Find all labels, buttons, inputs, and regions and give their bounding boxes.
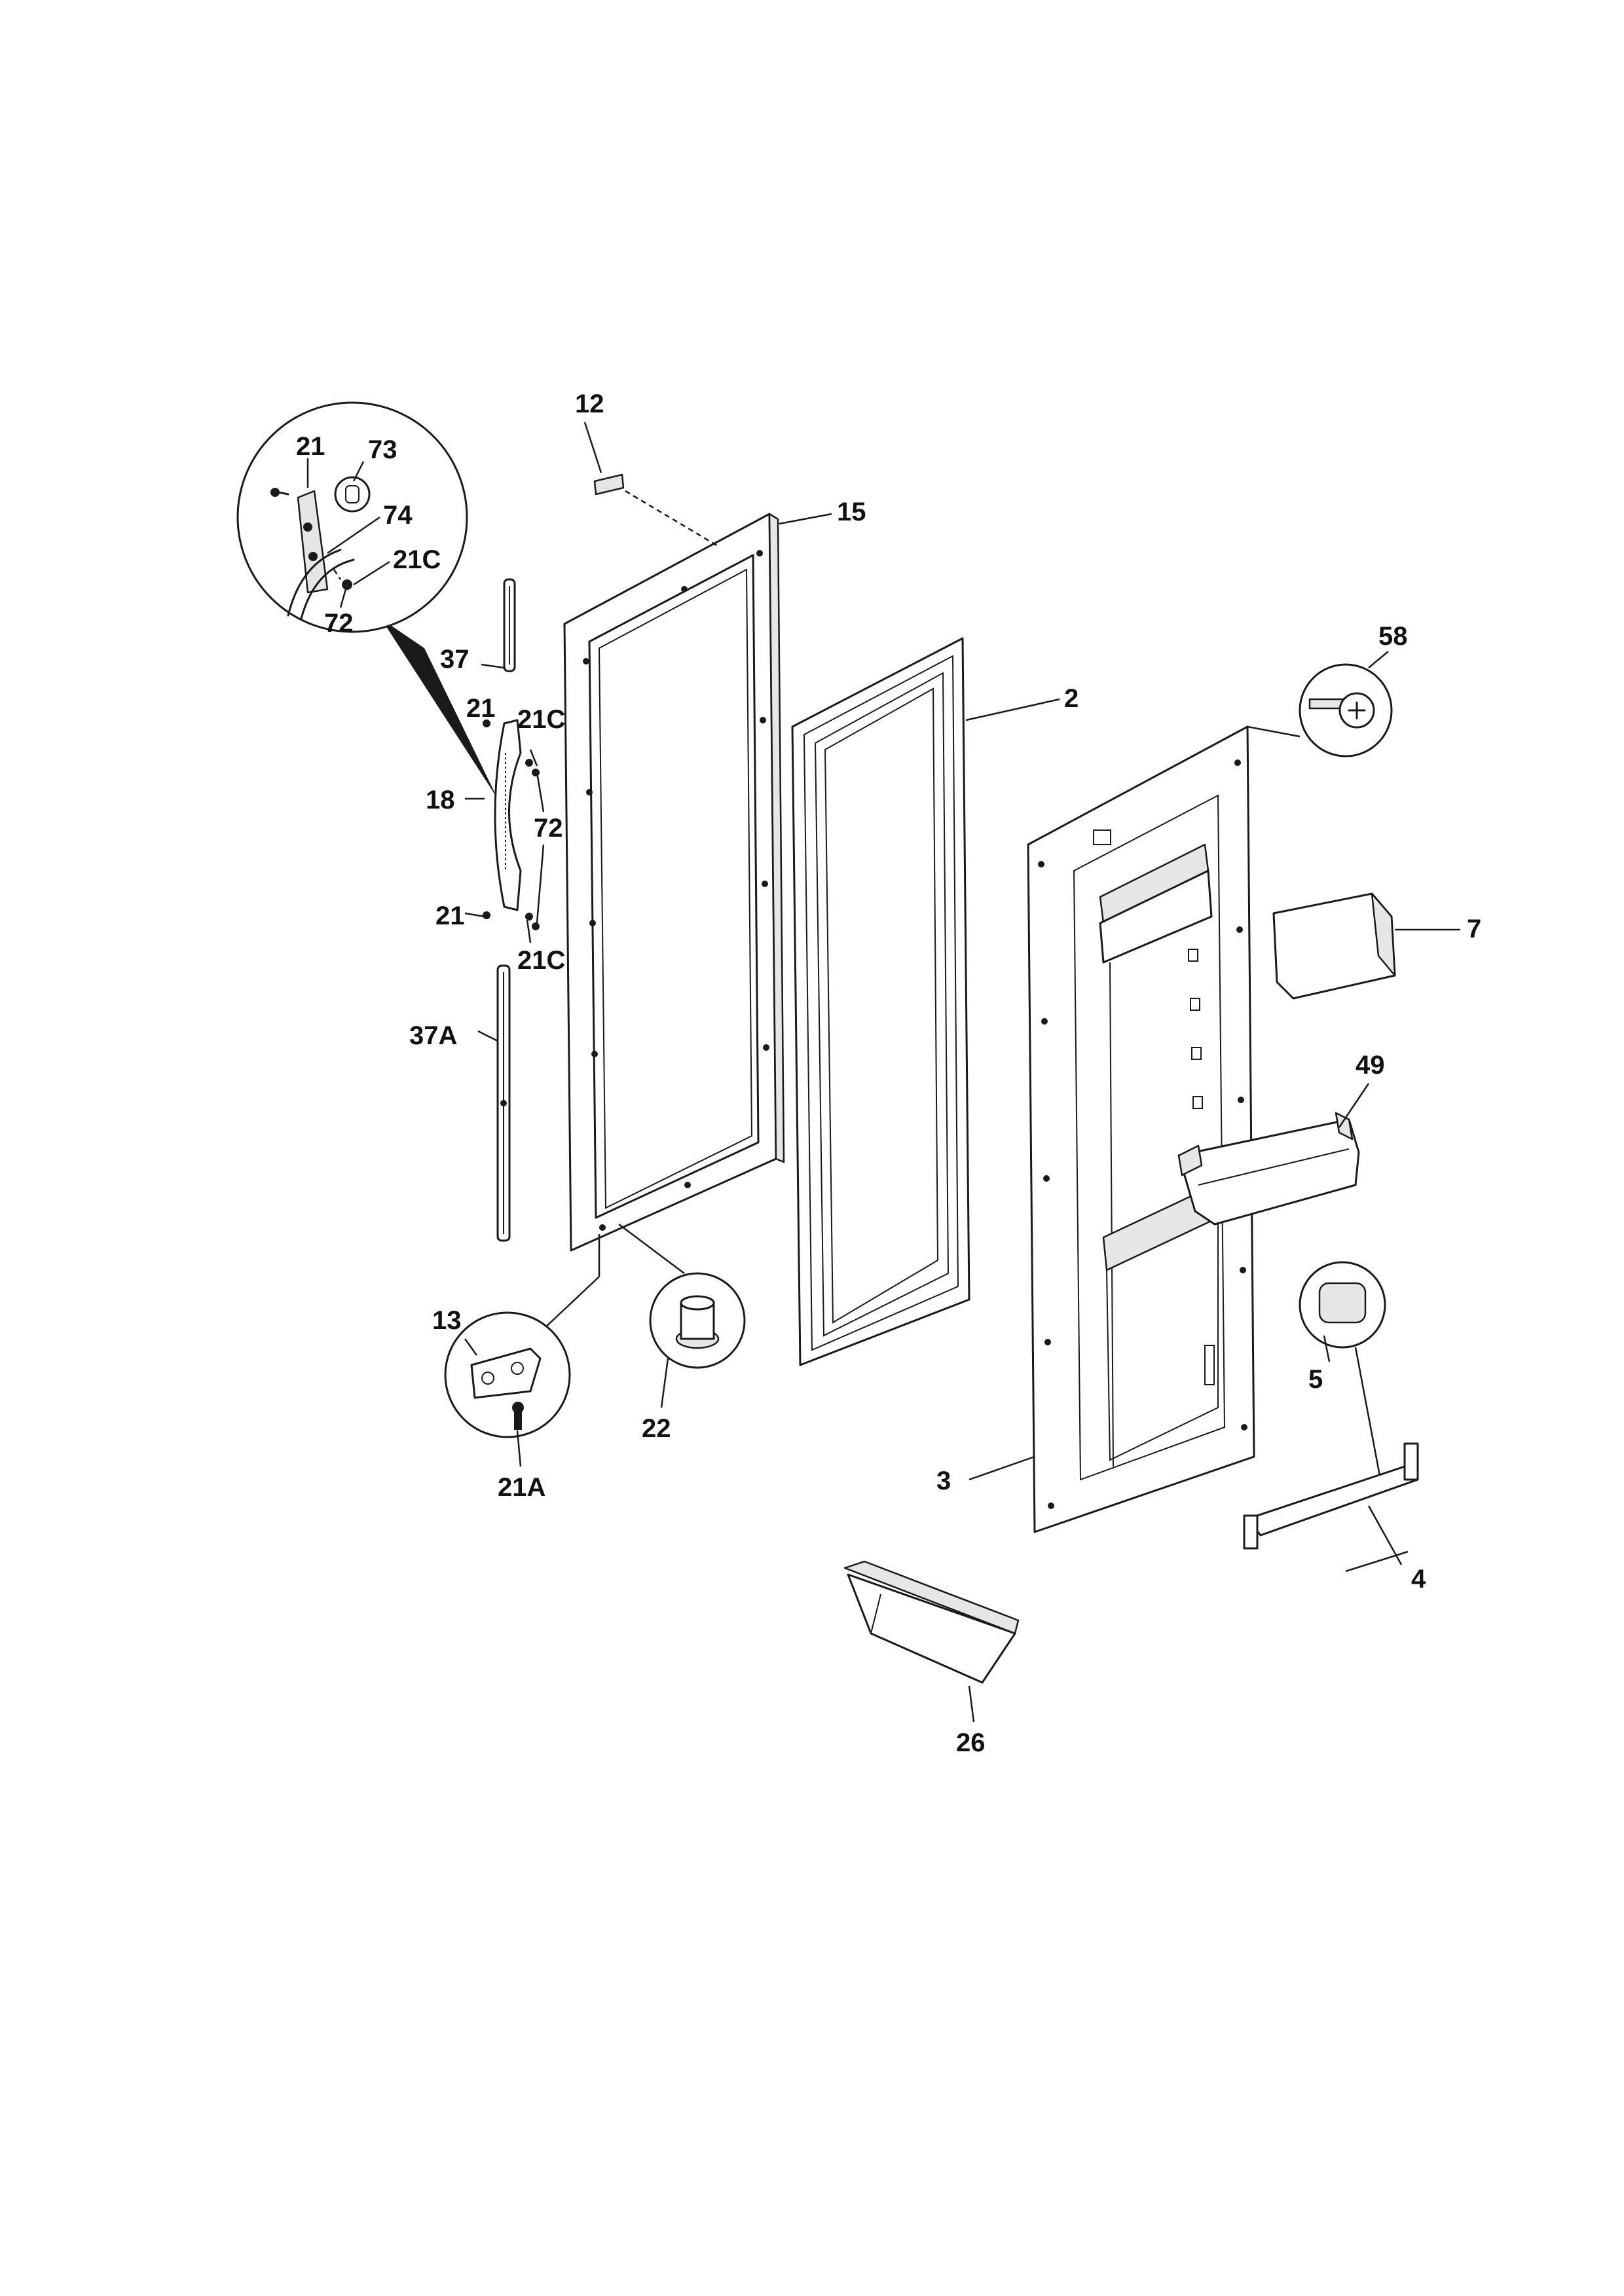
door-gasket xyxy=(791,637,970,1366)
door-stop-zoom xyxy=(618,1224,746,1369)
handle-trim-top xyxy=(503,578,516,672)
label-part-21-bottom: 21 xyxy=(435,902,465,930)
door-handle xyxy=(483,719,540,930)
label-part-18: 18 xyxy=(426,786,455,814)
door-outer-panel xyxy=(563,513,785,1252)
label-part-21c-zoom: 21C xyxy=(393,545,441,574)
label-part-12: 12 xyxy=(575,390,604,418)
dairy-bin xyxy=(843,1560,1020,1684)
label-part-21-top: 21 xyxy=(466,694,496,723)
label-part-26: 26 xyxy=(956,1728,986,1757)
screw-detail-zoom xyxy=(1247,663,1393,757)
label-part-21c-top: 21C xyxy=(517,705,565,734)
handle-trim-bottom xyxy=(496,964,511,1242)
label-part-72: 72 xyxy=(534,814,563,843)
leader-lines xyxy=(306,422,1460,1722)
label-part-5: 5 xyxy=(1308,1365,1323,1394)
label-part-4: 4 xyxy=(1411,1565,1426,1594)
label-part-3: 3 xyxy=(936,1467,951,1495)
label-part-37: 37 xyxy=(440,645,470,674)
hinge-detail-zoom xyxy=(236,401,498,799)
label-part-13: 13 xyxy=(432,1306,462,1335)
label-part-37a: 37A xyxy=(409,1021,457,1050)
inner-door-liner xyxy=(1027,725,1255,1533)
label-part-58: 58 xyxy=(1378,622,1408,651)
label-part-2: 2 xyxy=(1064,684,1079,713)
label-part-74: 74 xyxy=(383,501,413,530)
door-bin xyxy=(1177,1112,1360,1226)
label-part-72-zoom: 72 xyxy=(324,609,354,638)
shelf-cover xyxy=(1272,892,1396,1000)
label-part-15: 15 xyxy=(837,498,866,526)
label-part-7: 7 xyxy=(1467,915,1481,943)
label-part-22: 22 xyxy=(642,1414,671,1443)
label-part-21-zoom: 21 xyxy=(296,432,325,461)
label-part-21a: 21A xyxy=(498,1473,545,1502)
hinge-bracket-zoom xyxy=(444,1234,600,1438)
label-part-21c-bottom: 21C xyxy=(517,946,565,975)
end-cap-detail-zoom xyxy=(1299,1261,1386,1487)
bin-retainer-bar xyxy=(1243,1442,1419,1550)
label-part-49: 49 xyxy=(1356,1051,1385,1080)
trim-tag xyxy=(593,473,720,548)
label-part-73: 73 xyxy=(368,435,397,464)
